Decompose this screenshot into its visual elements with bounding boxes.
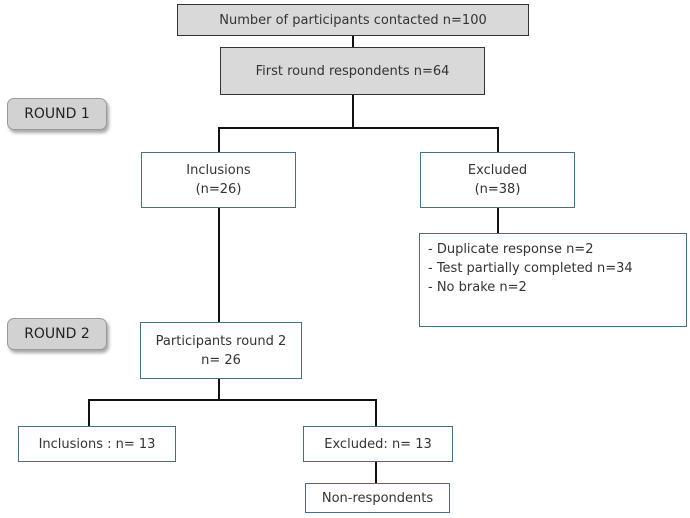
connector-to-r2-excluded (375, 399, 377, 426)
exclusion-reasons-box: - Duplicate response n=2 - Test partiall… (419, 233, 687, 327)
r2-excluded-text: Excluded: n= 13 (324, 436, 432, 452)
r2-excluded-box: Excluded: n= 13 (303, 426, 453, 462)
connector-to-excluded (497, 127, 499, 152)
participants-label: Participants round 2 (155, 333, 287, 349)
contacted-box: Number of participants contacted n=100 (177, 4, 529, 36)
participants-count: n= 26 (201, 352, 241, 368)
inclusions-count: (n=26) (195, 182, 242, 197)
first-round-text: First round respondents n=64 (255, 63, 450, 79)
round-1-text: ROUND 1 (24, 106, 90, 122)
connector-contacted-firstround (352, 36, 354, 47)
inclusions-label: Inclusions (186, 163, 251, 178)
connector-excluded-reasons (497, 208, 499, 233)
connector-excluded-nonrespondents (375, 462, 377, 483)
connector-to-inclusions (218, 127, 220, 152)
r2-inclusions-text: Inclusions : n= 13 (38, 436, 156, 452)
excluded-label: Excluded (467, 163, 528, 178)
non-respondents-text: Non-respondents (321, 490, 434, 506)
reason-duplicate: - Duplicate response n=2 (428, 242, 594, 257)
connector-round2-split (88, 399, 376, 401)
contacted-text: Number of participants contacted n=100 (219, 12, 487, 28)
round-2-label: ROUND 2 (7, 318, 107, 350)
round-2-text: ROUND 2 (24, 326, 90, 342)
inclusions-box: Inclusions (n=26) (141, 152, 296, 208)
r2-inclusions-box: Inclusions : n= 13 (18, 426, 176, 462)
round-1-label: ROUND 1 (7, 98, 107, 130)
participants-round2-box: Participants round 2 n= 26 (140, 322, 302, 379)
connector-inclusions-round2 (218, 208, 220, 322)
excluded-count: (n=38) (474, 182, 521, 197)
excluded-box: Excluded (n=38) (420, 152, 575, 208)
reason-no-brake: - No brake n=2 (428, 280, 527, 295)
connector-round1-split (218, 127, 498, 129)
connector-participants-down (218, 379, 220, 399)
first-round-box: First round respondents n=64 (220, 47, 485, 95)
connector-to-r2-inclusions (88, 399, 90, 426)
non-respondents-box: Non-respondents (305, 483, 450, 513)
reason-partial: - Test partially completed n=34 (428, 261, 633, 276)
connector-firstround-down (352, 95, 354, 127)
